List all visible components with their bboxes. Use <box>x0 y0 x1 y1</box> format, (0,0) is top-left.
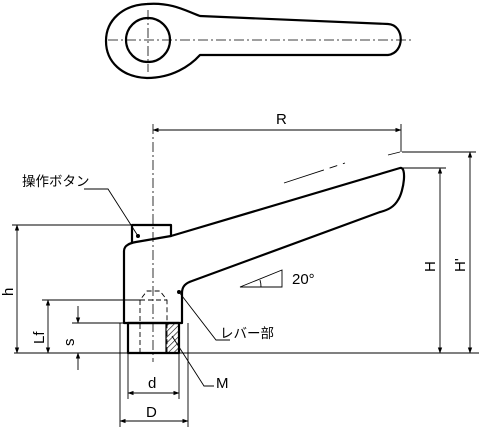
callout-M: M <box>171 335 229 392</box>
operation-button-leader <box>84 188 139 237</box>
dim-Lf: Lf <box>31 299 140 354</box>
phantom-lever-top <box>387 151 401 156</box>
angle-indicator: 20° <box>239 269 315 288</box>
lever-part-leader <box>178 291 230 341</box>
dim-H-label: H <box>422 261 439 272</box>
side-view <box>14 124 479 362</box>
stud-section-hatch <box>165 322 180 354</box>
dim-d: d <box>127 353 180 399</box>
lever-body-outline <box>122 166 406 325</box>
dim-H: H <box>400 167 446 354</box>
dim-R: R <box>152 111 402 152</box>
dim-R-label: R <box>276 111 287 128</box>
top-view <box>104 2 412 80</box>
dim-H-prime-label: H' <box>452 258 469 272</box>
operation-button-label: 操作ボタン <box>22 174 90 190</box>
dim-d-label: d <box>148 375 156 392</box>
M-label: M <box>216 375 229 392</box>
operation-button-shape <box>130 223 173 245</box>
callout-lever-part: レバー部 <box>178 291 274 342</box>
angle-arc <box>259 279 262 288</box>
phantom-lever-line <box>283 162 346 184</box>
dim-H-prime: H' <box>402 151 476 354</box>
dim-Lf-label: Lf <box>31 331 48 344</box>
callout-operation-button: 操作ボタン <box>22 174 139 237</box>
dim-D: D <box>119 323 189 427</box>
dim-h-label: h <box>0 288 17 296</box>
hidden-bore <box>139 290 168 353</box>
dim-s-label: s <box>61 339 78 347</box>
dim-h: h <box>0 224 132 354</box>
dim-s: s <box>61 306 128 370</box>
lever-part-label: レバー部 <box>220 326 274 342</box>
M-leader <box>171 335 214 387</box>
dim-D-label: D <box>146 404 157 421</box>
angle-label: 20° <box>292 271 315 288</box>
top-view-outline <box>104 2 402 80</box>
